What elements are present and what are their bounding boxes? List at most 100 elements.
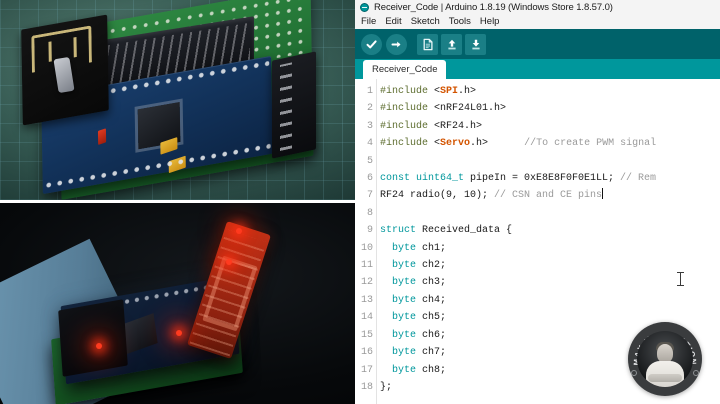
code-line [380, 153, 720, 170]
code-token: ch8; [416, 364, 447, 376]
watermark-dot-left [631, 370, 637, 376]
code-line: byte ch8; [380, 362, 720, 379]
line-number: 13 [360, 294, 373, 306]
code-line: byte ch2; [380, 257, 720, 274]
code-line: }; [380, 379, 720, 396]
code-line [380, 205, 720, 222]
code-token: pipeIn = 0xE8E8F0F0E1LL; [464, 173, 621, 185]
code-token: SPI [440, 86, 459, 97]
code-token: //To create PWM signal [488, 138, 657, 150]
watermark-portrait [637, 331, 693, 387]
channel-watermark-logo: MAX IMAGINATION [628, 322, 702, 396]
code-token: #include [380, 103, 435, 115]
menu-item-sketch[interactable]: Sketch [410, 16, 440, 27]
code-text-area[interactable]: #include <SPI.h>#include <nRF24L01.h>#in… [377, 79, 720, 404]
line-number: 3 [366, 120, 373, 132]
dark-nrf24l01-module [58, 299, 128, 377]
code-token: byte [380, 329, 417, 341]
code-token: < [434, 86, 441, 97]
line-number: 6 [366, 173, 373, 185]
menubar: File Edit Sketch Tools Help [355, 14, 720, 29]
photo-column [0, 0, 355, 404]
code-token: struct [380, 225, 417, 237]
code-token: #include [380, 86, 435, 97]
portrait-head [657, 344, 673, 363]
line-number: 4 [366, 138, 373, 150]
arduino-infinity-icon [360, 2, 369, 12]
arrow-right-icon [391, 41, 401, 47]
watermark-dot-right [693, 370, 699, 376]
code-token: ch6; [416, 329, 447, 341]
line-number: 10 [360, 242, 373, 254]
open-button[interactable] [441, 33, 462, 55]
line-number: 12 [360, 277, 373, 289]
check-icon [366, 39, 377, 48]
code-token: // CSN and CE pins [494, 190, 603, 202]
right-pin-header [272, 51, 316, 159]
line-number: 18 [360, 381, 373, 393]
line-number: 8 [366, 207, 373, 219]
menu-item-file[interactable]: File [361, 16, 377, 27]
code-token: ch7; [416, 347, 447, 359]
code-line: struct Received_data { [380, 222, 720, 239]
toolbar [355, 29, 720, 59]
red-led-module [96, 343, 102, 349]
code-line: #include <nRF24L01.h> [380, 100, 720, 117]
code-line: byte ch1; [380, 240, 720, 257]
red-led-mid [226, 259, 232, 265]
arrow-up-icon [447, 39, 456, 49]
line-number: 9 [366, 225, 373, 237]
code-token: #include [380, 138, 435, 150]
line-number: 5 [366, 155, 373, 167]
save-button[interactable] [465, 33, 486, 55]
code-token: ch1; [416, 242, 447, 254]
code-token: }; [380, 381, 393, 393]
window-title: Receiver_Code | Arduino 1.8.19 (Windows … [374, 1, 613, 13]
code-line: byte ch5; [380, 309, 720, 326]
line-number: 11 [360, 260, 373, 272]
red-led-board [176, 330, 182, 336]
code-line: byte ch7; [380, 344, 720, 361]
line-number: 7 [366, 190, 373, 202]
line-number: 17 [360, 364, 373, 376]
code-token: .h> [458, 86, 477, 97]
line-number: 16 [360, 347, 373, 359]
verify-button[interactable] [361, 33, 382, 55]
code-line: RF24 radio(9, 10); // CSN and CE pins [380, 187, 720, 204]
code-token: ch3; [416, 277, 447, 289]
red-component [97, 128, 107, 145]
code-token: Servo [440, 138, 471, 150]
code-token: <RF24.h> [434, 120, 483, 132]
line-number: 1 [366, 86, 373, 97]
new-file-icon [423, 38, 433, 50]
menu-item-tools[interactable]: Tools [448, 16, 471, 27]
code-token: byte [380, 347, 417, 359]
menu-item-help[interactable]: Help [479, 16, 500, 27]
code-token: byte [380, 312, 417, 324]
code-token: #include [380, 120, 435, 132]
code-line: byte ch4; [380, 292, 720, 309]
code-token: byte [380, 242, 417, 254]
code-token: Received_data { [416, 225, 513, 237]
code-token: byte [380, 277, 417, 289]
code-token: ch5; [416, 312, 447, 324]
code-token: <nRF24L01.h> [434, 103, 507, 115]
code-line: byte ch3; [380, 274, 720, 291]
menu-item-edit[interactable]: Edit [385, 16, 402, 27]
code-token: // Rem [620, 173, 657, 185]
window-titlebar: Receiver_Code | Arduino 1.8.19 (Windows … [355, 0, 720, 14]
tab-receiver-code[interactable]: Receiver_Code [363, 60, 447, 79]
upload-button[interactable] [386, 33, 407, 55]
code-line: byte ch6; [380, 327, 720, 344]
code-token: byte [380, 294, 417, 306]
code-token: .h> [470, 138, 489, 150]
code-token: const uint64_t [380, 173, 465, 185]
line-number: 15 [360, 329, 373, 341]
photo-arduino-pro-mini-nrf24-top [0, 0, 355, 200]
arduino-ide-window: Receiver_Code | Arduino 1.8.19 (Windows … [355, 0, 720, 404]
code-line: #include <SPI.h> [380, 83, 720, 100]
new-button[interactable] [417, 33, 438, 55]
code-token: ch2; [416, 260, 447, 272]
code-token: < [434, 138, 441, 150]
